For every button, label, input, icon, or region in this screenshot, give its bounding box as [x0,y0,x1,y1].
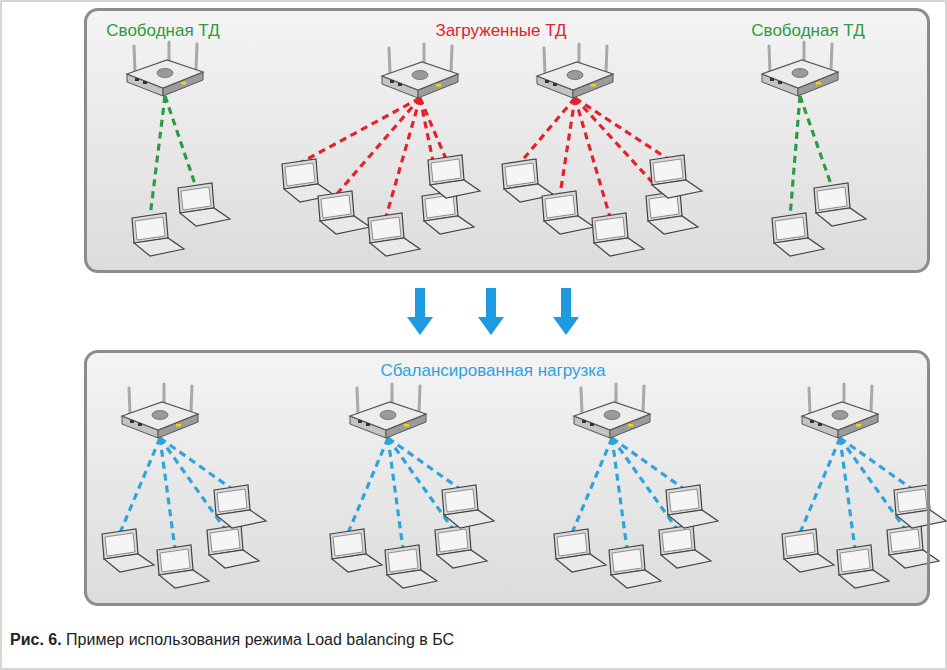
access-point-state-label: Свободная ТД [751,21,864,41]
laptop-icon [887,525,939,568]
laptop-icon [837,545,889,588]
wireless-link [388,438,460,489]
laptop-icon [132,213,184,256]
access-point-icon [122,384,198,438]
wireless-link [840,438,855,549]
laptop-icon [772,213,824,256]
panel-heading: Сбалансированная нагрузка [380,361,605,381]
wireless-link [160,438,225,529]
laptop-icon [659,525,711,568]
laptop-icon [609,545,661,588]
network-panel: Свободная ТД Загруженные ТД Свободная ТД [84,8,930,273]
wireless-link [612,438,677,529]
figure-caption: Рис. 6. Пример использования режима Load… [10,630,454,650]
wireless-link [800,96,832,187]
laptop-icon [435,525,487,568]
network-panel: Сбалансированная нагрузка [84,350,930,606]
wireless-link [612,438,684,489]
wireless-link [160,438,232,489]
wireless-link [150,96,165,217]
access-point-state-label: Загруженные ТД [435,21,566,41]
wireless-link [388,438,453,529]
access-point-icon [537,44,613,98]
wireless-link [386,98,420,217]
laptop-icon [318,191,370,234]
laptop-icon [102,529,154,572]
access-point-icon [382,44,458,98]
wireless-link [840,438,912,489]
wireless-link [520,98,575,163]
access-point-state-label: Свободная ТД [106,21,219,41]
transition-arrow [478,288,504,335]
wireless-link [300,98,420,163]
wireless-link [120,438,160,533]
access-point-icon [350,384,426,438]
laptop-icon [385,545,437,588]
wireless-link [420,98,446,159]
wireless-link [572,438,612,533]
wireless-link [840,438,905,529]
panel-fill [85,351,929,605]
access-point-icon [574,384,650,438]
laptop-icon [157,545,209,588]
laptop-icon [214,485,266,528]
laptop-icon [894,485,946,528]
laptop-icon [782,529,834,572]
wireless-link [160,438,175,549]
laptop-icon [554,529,606,572]
wireless-link [388,438,403,549]
laptop-icon [442,485,494,528]
laptop-icon [814,183,866,226]
wireless-link [800,438,840,533]
laptop-icon [330,529,382,572]
laptop-icon [666,485,718,528]
transition-arrow [407,288,433,335]
access-point-icon [802,384,878,438]
wireless-link [560,98,575,195]
wireless-link [790,96,800,217]
laptop-icon [592,213,644,256]
wireless-link [612,438,627,549]
wireless-link [348,438,388,533]
wireless-link [165,96,196,187]
laptop-icon [428,155,480,198]
laptop-icon [542,191,594,234]
wireless-link [575,98,668,159]
laptop-icon [178,183,230,226]
laptop-icon [368,213,420,256]
access-point-icon [762,42,838,96]
panel-fill [85,9,929,272]
transition-arrow [553,288,579,335]
access-point-icon [127,42,203,96]
laptop-icon [650,155,702,198]
laptop-icon [207,525,259,568]
